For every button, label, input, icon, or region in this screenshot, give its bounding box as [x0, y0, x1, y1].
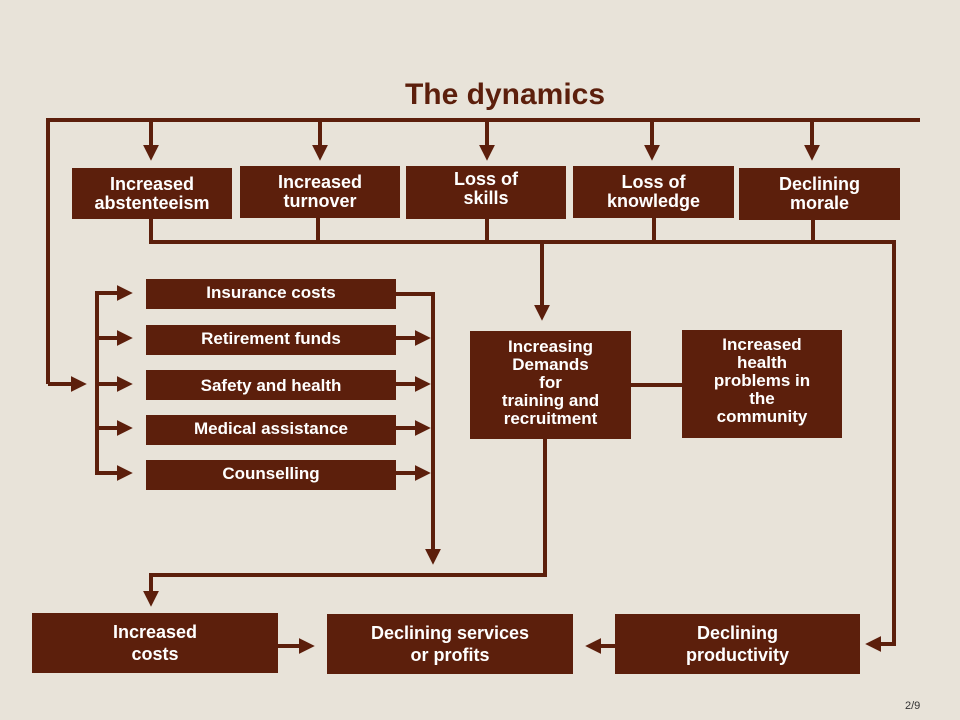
box-increased-absenteeism: Increased abstenteeism	[72, 168, 232, 219]
list-item-label: Safety and health	[200, 375, 342, 395]
box-label: Increased costs	[112, 621, 198, 665]
box-increased-turnover: Increased turnover	[240, 166, 400, 218]
box-label: Increased health problems in the communi…	[713, 334, 811, 427]
box-label: Increasing Demands for training and recr…	[501, 336, 600, 429]
box-label: Loss of skills	[453, 168, 518, 208]
diagram-title: The dynamics	[404, 78, 606, 111]
box-declining-productivity: Declining productivity	[615, 614, 860, 674]
list-item-counselling: Counselling	[146, 460, 396, 490]
box-label: Declining services or profits	[370, 622, 530, 666]
list-item-label: Medical assistance	[193, 418, 349, 438]
list-item-insurance-costs: Insurance costs	[146, 279, 396, 309]
page-number: 2/9	[905, 700, 921, 712]
box-loss-of-skills: Loss of skills	[406, 166, 566, 219]
box-label: Loss of knowledge	[606, 172, 700, 211]
box-increased-health-problems: Increased health problems in the communi…	[682, 330, 842, 438]
list-item-safety-and-health: Safety and health	[146, 370, 396, 400]
box-label: Increased abstenteeism	[94, 173, 210, 213]
box-increased-costs: Increased costs	[32, 613, 278, 673]
list-item-medical-assistance: Medical assistance	[146, 415, 396, 445]
box-loss-of-knowledge: Loss of knowledge	[573, 166, 734, 218]
list-item-label: Insurance costs	[206, 282, 336, 302]
box-declining-services: Declining services or profits	[327, 614, 573, 674]
list-item-label: Retirement funds	[201, 328, 341, 348]
box-increasing-demands: Increasing Demands for training and recr…	[470, 331, 631, 439]
list-item-label: Counselling	[222, 463, 320, 483]
box-label: Declining productivity	[685, 622, 789, 666]
box-declining-morale: Declining morale	[739, 168, 900, 220]
list-item-retirement-funds: Retirement funds	[146, 325, 396, 355]
box-label: Increased turnover	[277, 172, 363, 211]
box-label: Declining morale	[778, 174, 860, 213]
